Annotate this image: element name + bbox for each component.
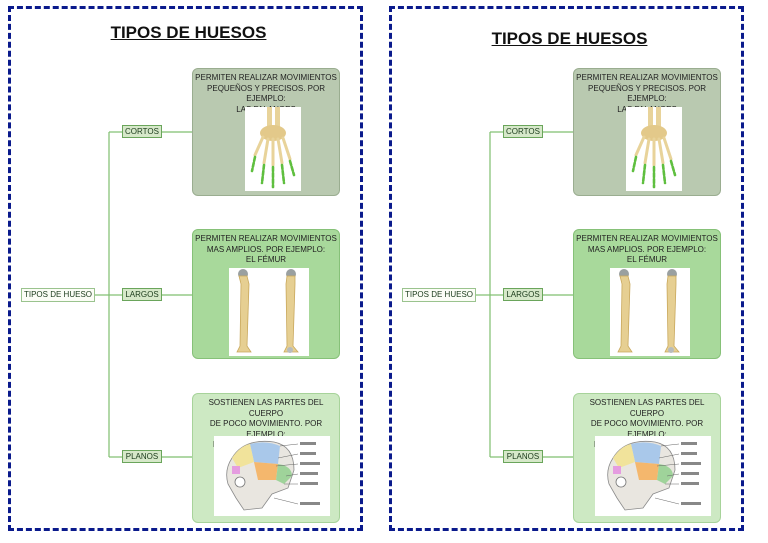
panel-title: TIPOS DE HUESOS [491,29,648,48]
skull-image [595,436,711,516]
mind-map-panel-left: TIPOS DE HUESOS TIPOS DE HUESO CORTOS LA… [8,6,363,531]
skull-image [214,436,330,516]
connector-lines [476,131,573,458]
card-largos: PERMITEN REALIZAR MOVIMIENTOS MAS AMPLIO… [573,229,721,359]
card-planos: SOSTIENEN LAS PARTES DEL CUERPO DE POCO … [573,393,721,523]
root-node: TIPOS DE HUESO [402,288,476,302]
category-node-planos: PLANOS [503,450,543,463]
connector-lines [95,131,192,458]
card-largos: PERMITEN REALIZAR MOVIMIENTOS MAS AMPLIO… [192,229,340,359]
mind-map-panel-right: TIPOS DE HUESOS TIPOS DE HUESO CORTOS LA… [389,6,744,531]
femur-image [610,268,690,356]
category-node-planos: PLANOS [122,450,162,463]
root-node: TIPOS DE HUESO [21,288,95,302]
hand-bones-image [626,107,682,191]
category-node-largos: LARGOS [122,288,162,301]
category-node-largos: LARGOS [503,288,543,301]
card-cortos: PERMITEN REALIZAR MOVIMIENTOS PEQUEÑOS Y… [573,68,721,196]
card-description: PERMITEN REALIZAR MOVIMIENTOS MAS AMPLIO… [576,234,718,264]
card-cortos: PERMITEN REALIZAR MOVIMIENTOS PEQUEÑOS Y… [192,68,340,196]
card-planos: SOSTIENEN LAS PARTES DEL CUERPO DE POCO … [192,393,340,523]
panel-title: TIPOS DE HUESOS [110,23,267,42]
hand-bones-image [245,107,301,191]
category-node-cortos: CORTOS [122,125,162,138]
femur-image [229,268,309,356]
category-node-cortos: CORTOS [503,125,543,138]
card-description: PERMITEN REALIZAR MOVIMIENTOS MAS AMPLIO… [195,234,337,264]
